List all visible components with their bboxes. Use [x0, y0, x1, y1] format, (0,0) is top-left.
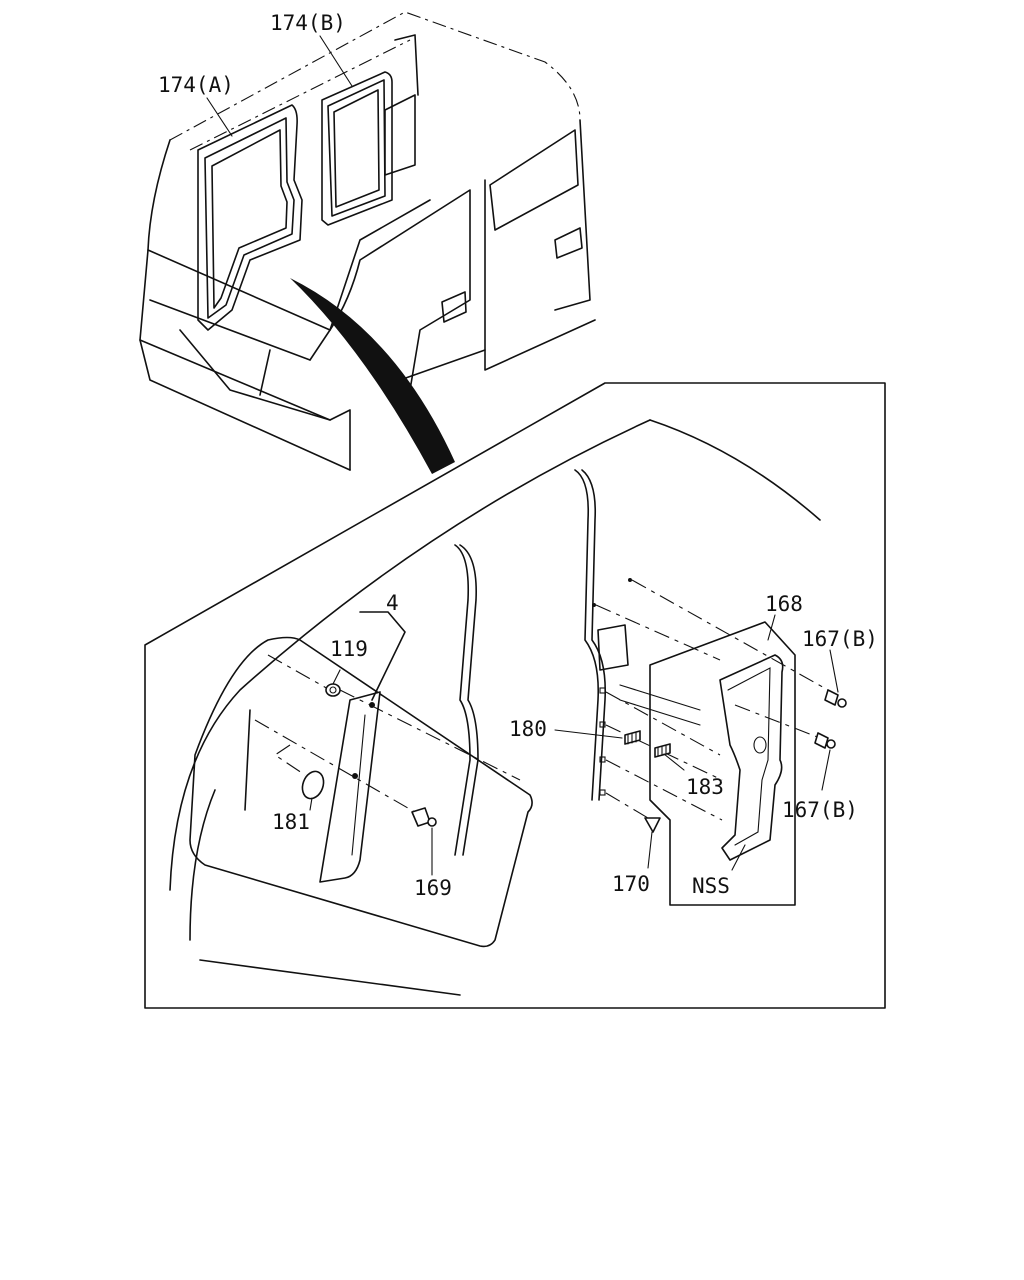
vehicle-overview [139, 11, 596, 474]
label-nss: NSS [692, 874, 730, 898]
part-183 [654, 743, 671, 758]
detail-right [554, 469, 847, 906]
label-119: 119 [330, 637, 368, 661]
label-183: 183 [686, 775, 724, 799]
part-170 [644, 817, 661, 833]
label-168: 168 [765, 592, 803, 616]
zoom-arrow [290, 278, 455, 474]
label-167b-bottom: 167(B) [782, 798, 858, 822]
label-174b: 174(B) [270, 11, 346, 35]
clip-119 [325, 683, 341, 697]
label-174a: 174(A) [158, 73, 234, 97]
detail-left [169, 419, 821, 996]
detail-frame [144, 382, 886, 1009]
clip-167b-upper [824, 689, 847, 708]
label-169: 169 [414, 876, 452, 900]
clip-167b-lower [814, 732, 836, 749]
label-4: 4 [386, 591, 399, 615]
part-180 [624, 730, 641, 745]
callout-labels: 174(A) 174(B) 4 119 181 169 168 167(B) 1… [158, 11, 878, 900]
label-180: 180 [509, 717, 547, 741]
label-181: 181 [272, 810, 310, 834]
label-170: 170 [612, 872, 650, 896]
clip-169 [411, 807, 437, 827]
label-167b-top: 167(B) [802, 627, 878, 651]
